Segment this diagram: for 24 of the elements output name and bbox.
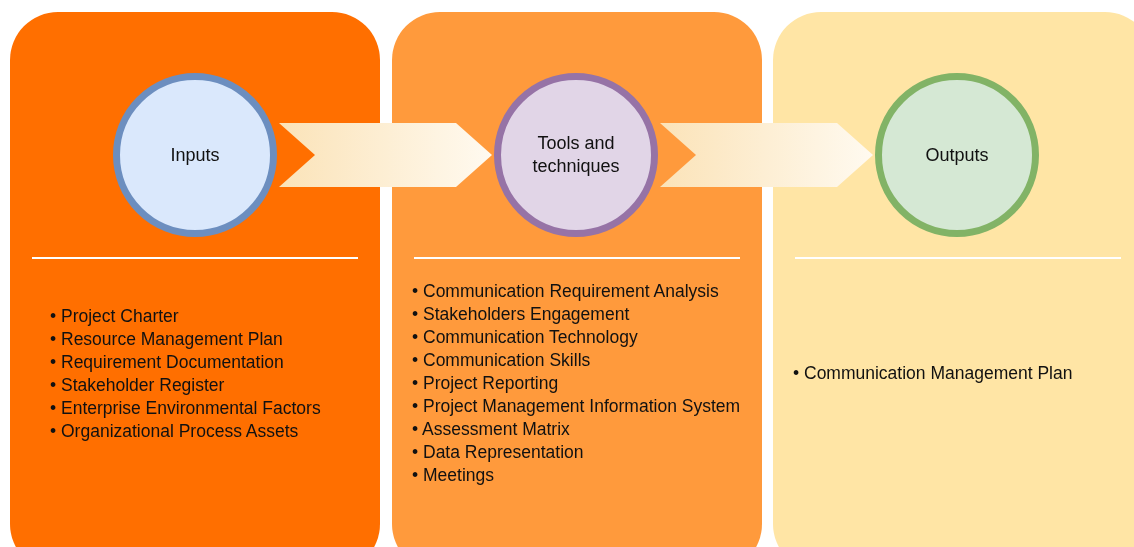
step-title: Inputs: [170, 143, 220, 167]
bullet-item: • Project Reporting: [412, 372, 560, 395]
step-title: Tools and techniques: [531, 132, 621, 178]
bullet-item: • Stakeholders Engagement: [412, 303, 631, 326]
bullet-item: • Enterprise Environmental Factors: [50, 397, 322, 420]
bullet-item: • Stakeholder Register: [50, 374, 226, 397]
step-title: Outputs: [925, 143, 989, 167]
process-panel: [392, 12, 762, 547]
bullet-item: • Communication Technology: [412, 326, 639, 349]
bullet-item: • Assessment Matrix: [412, 418, 571, 441]
bullet-item: • Communication Requirement Analysis: [412, 280, 720, 303]
bullet-item: • Requirement Documentation: [50, 351, 285, 374]
chevron-arrow: [660, 123, 873, 187]
bullet-item: • Project Charter: [50, 305, 180, 328]
bullet-item: • Organizational Process Assets: [50, 420, 300, 443]
bullet-item: • Communication Management Plan: [793, 362, 1074, 385]
bullet-item: • Resource Management Plan: [50, 328, 284, 351]
process-panel: [10, 12, 380, 547]
chevron-arrow: [279, 123, 492, 187]
bullet-item: • Meetings: [412, 464, 495, 487]
bullet-item: • Project Management Information System: [412, 395, 742, 418]
bullet-item: • Communication Skills: [412, 349, 592, 372]
bullet-item: • Data Representation: [412, 441, 585, 464]
process-panel: [773, 12, 1134, 547]
